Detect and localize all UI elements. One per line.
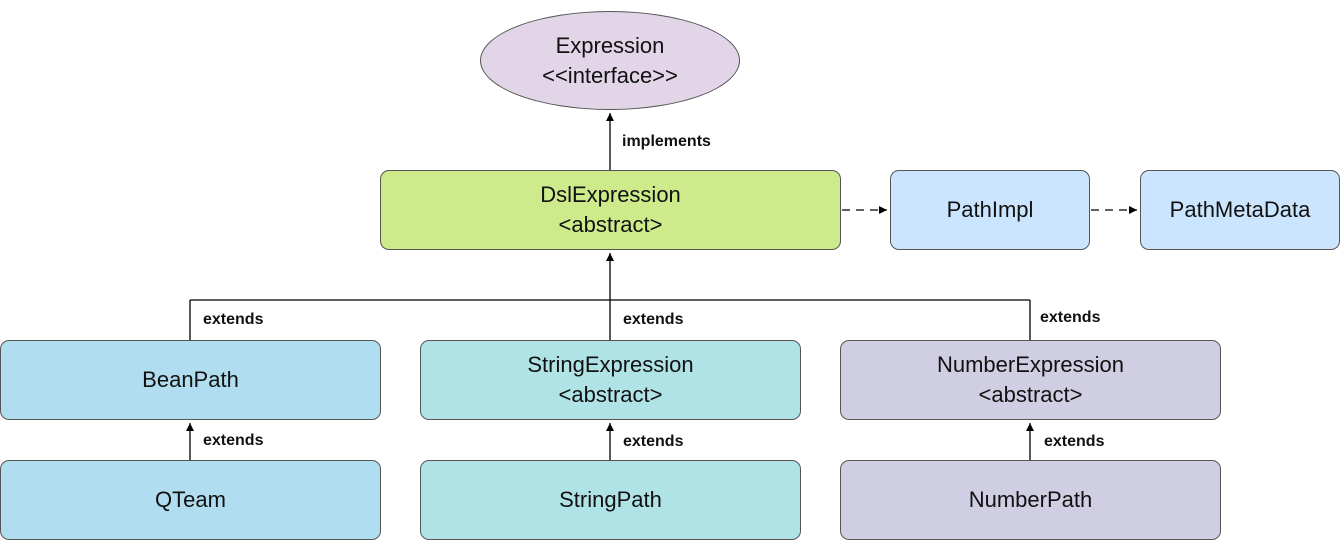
node-name: PathMetaData [1169, 197, 1311, 222]
extends-label-numberexpression: extends [1040, 309, 1101, 326]
extends-label-stringexpression: extends [623, 311, 684, 328]
extends-label-numberpath: extends [1044, 433, 1105, 450]
numberexpression-node[interactable]: NumberExpression <abstract> [840, 340, 1221, 420]
expression-interface-node[interactable]: Expression <<interface>> [480, 11, 740, 110]
node-name: NumberExpression [936, 352, 1125, 377]
node-name: DslExpression [540, 182, 681, 207]
extends-label-beanpath: extends [203, 311, 264, 328]
node-stereotype: <abstract> [558, 382, 663, 407]
stringpath-node[interactable]: StringPath [420, 460, 801, 540]
pathmetadata-node[interactable]: PathMetaData [1140, 170, 1340, 250]
dslexpression-node[interactable]: DslExpression <abstract> [380, 170, 841, 250]
node-stereotype: <abstract> [558, 212, 663, 237]
node-name: BeanPath [142, 367, 239, 392]
qteam-node[interactable]: QTeam [0, 460, 381, 540]
node-name: StringPath [559, 487, 662, 512]
node-name: StringExpression [527, 352, 694, 377]
node-name: NumberPath [968, 487, 1093, 512]
beanpath-node[interactable]: BeanPath [0, 340, 381, 420]
pathimpl-node[interactable]: PathImpl [890, 170, 1090, 250]
implements-label: implements [622, 133, 711, 150]
node-name: Expression [555, 32, 665, 58]
node-stereotype: <<interface>> [542, 62, 678, 88]
node-name: QTeam [155, 487, 226, 512]
node-stereotype: <abstract> [978, 382, 1083, 407]
numberpath-node[interactable]: NumberPath [840, 460, 1221, 540]
node-name: PathImpl [946, 197, 1034, 222]
stringexpression-node[interactable]: StringExpression <abstract> [420, 340, 801, 420]
extends-label-qteam: extends [203, 432, 264, 449]
extends-label-stringpath: extends [623, 433, 684, 450]
